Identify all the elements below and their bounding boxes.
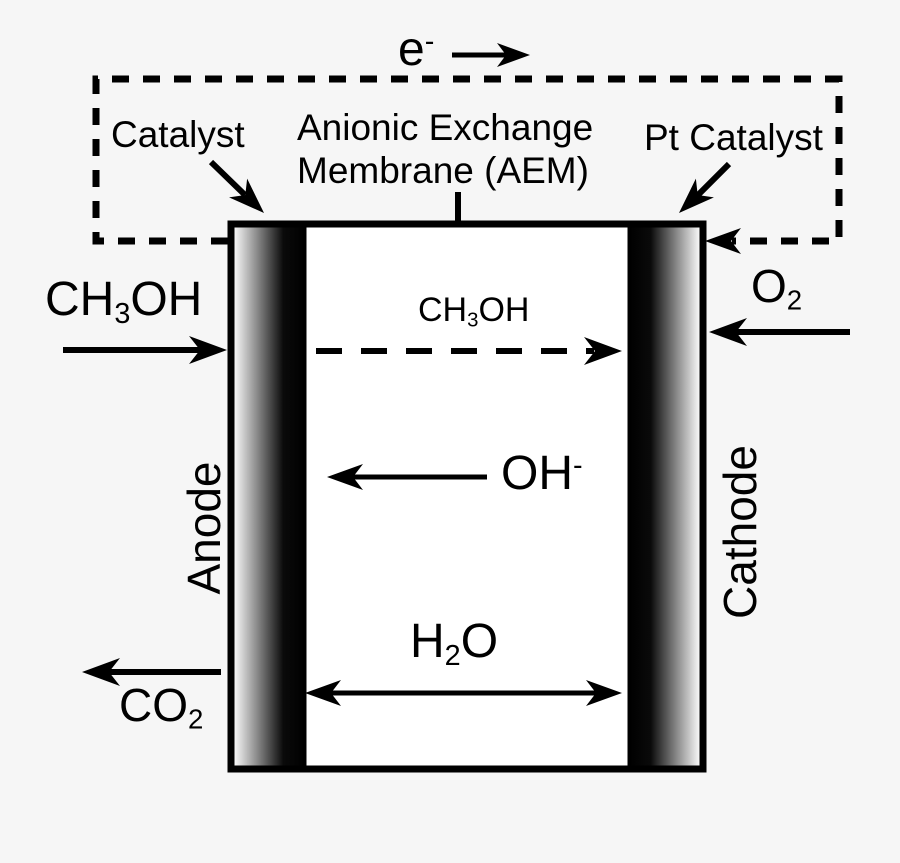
catalyst-pointer-arrow bbox=[208, 159, 264, 213]
membrane-label: Anionic Exchange Membrane (AEM) bbox=[297, 106, 593, 192]
methanol-crossover-arrow bbox=[316, 337, 622, 365]
cathode-electrode-strip bbox=[627, 224, 703, 769]
hydroxide-label: OH- bbox=[501, 447, 583, 500]
methanol-crossover-label: CH3OH bbox=[418, 291, 530, 332]
external-circuit-dashed-wire bbox=[92, 75, 843, 245]
membrane-label-line2: Membrane (AEM) bbox=[297, 150, 589, 191]
anode-catalyst-label: Catalyst bbox=[111, 114, 245, 155]
electron-symbol: e bbox=[398, 23, 425, 76]
cathode-label: Cathode bbox=[714, 445, 766, 619]
membrane-label-line1: Anionic Exchange bbox=[297, 107, 594, 148]
electron-charge-sign: - bbox=[424, 25, 435, 58]
methanol-feed-label: CH3OH bbox=[45, 273, 203, 331]
oxygen-feed-label: O2 bbox=[751, 260, 803, 316]
hydroxide-transport-arrow bbox=[327, 464, 487, 490]
anode-electrode-strip bbox=[231, 224, 307, 769]
pt-catalyst-pointer-arrow bbox=[679, 161, 732, 213]
electron-label: e- bbox=[398, 26, 434, 74]
cell-body bbox=[227, 220, 707, 773]
cathode-catalyst-label: Pt Catalyst bbox=[644, 117, 823, 158]
circuit-return-arrowhead-icon bbox=[705, 228, 741, 254]
co2-outlet-label: CO2 bbox=[119, 679, 204, 735]
co2-outlet-arrow bbox=[82, 658, 221, 686]
water-transport-arrow bbox=[305, 680, 622, 706]
oxygen-feed-arrow bbox=[709, 318, 850, 346]
water-label: H2O bbox=[410, 615, 499, 673]
anode-label: Anode bbox=[178, 461, 230, 595]
methanol-feed-arrow bbox=[63, 336, 227, 364]
electron-flow-arrow bbox=[452, 43, 530, 67]
